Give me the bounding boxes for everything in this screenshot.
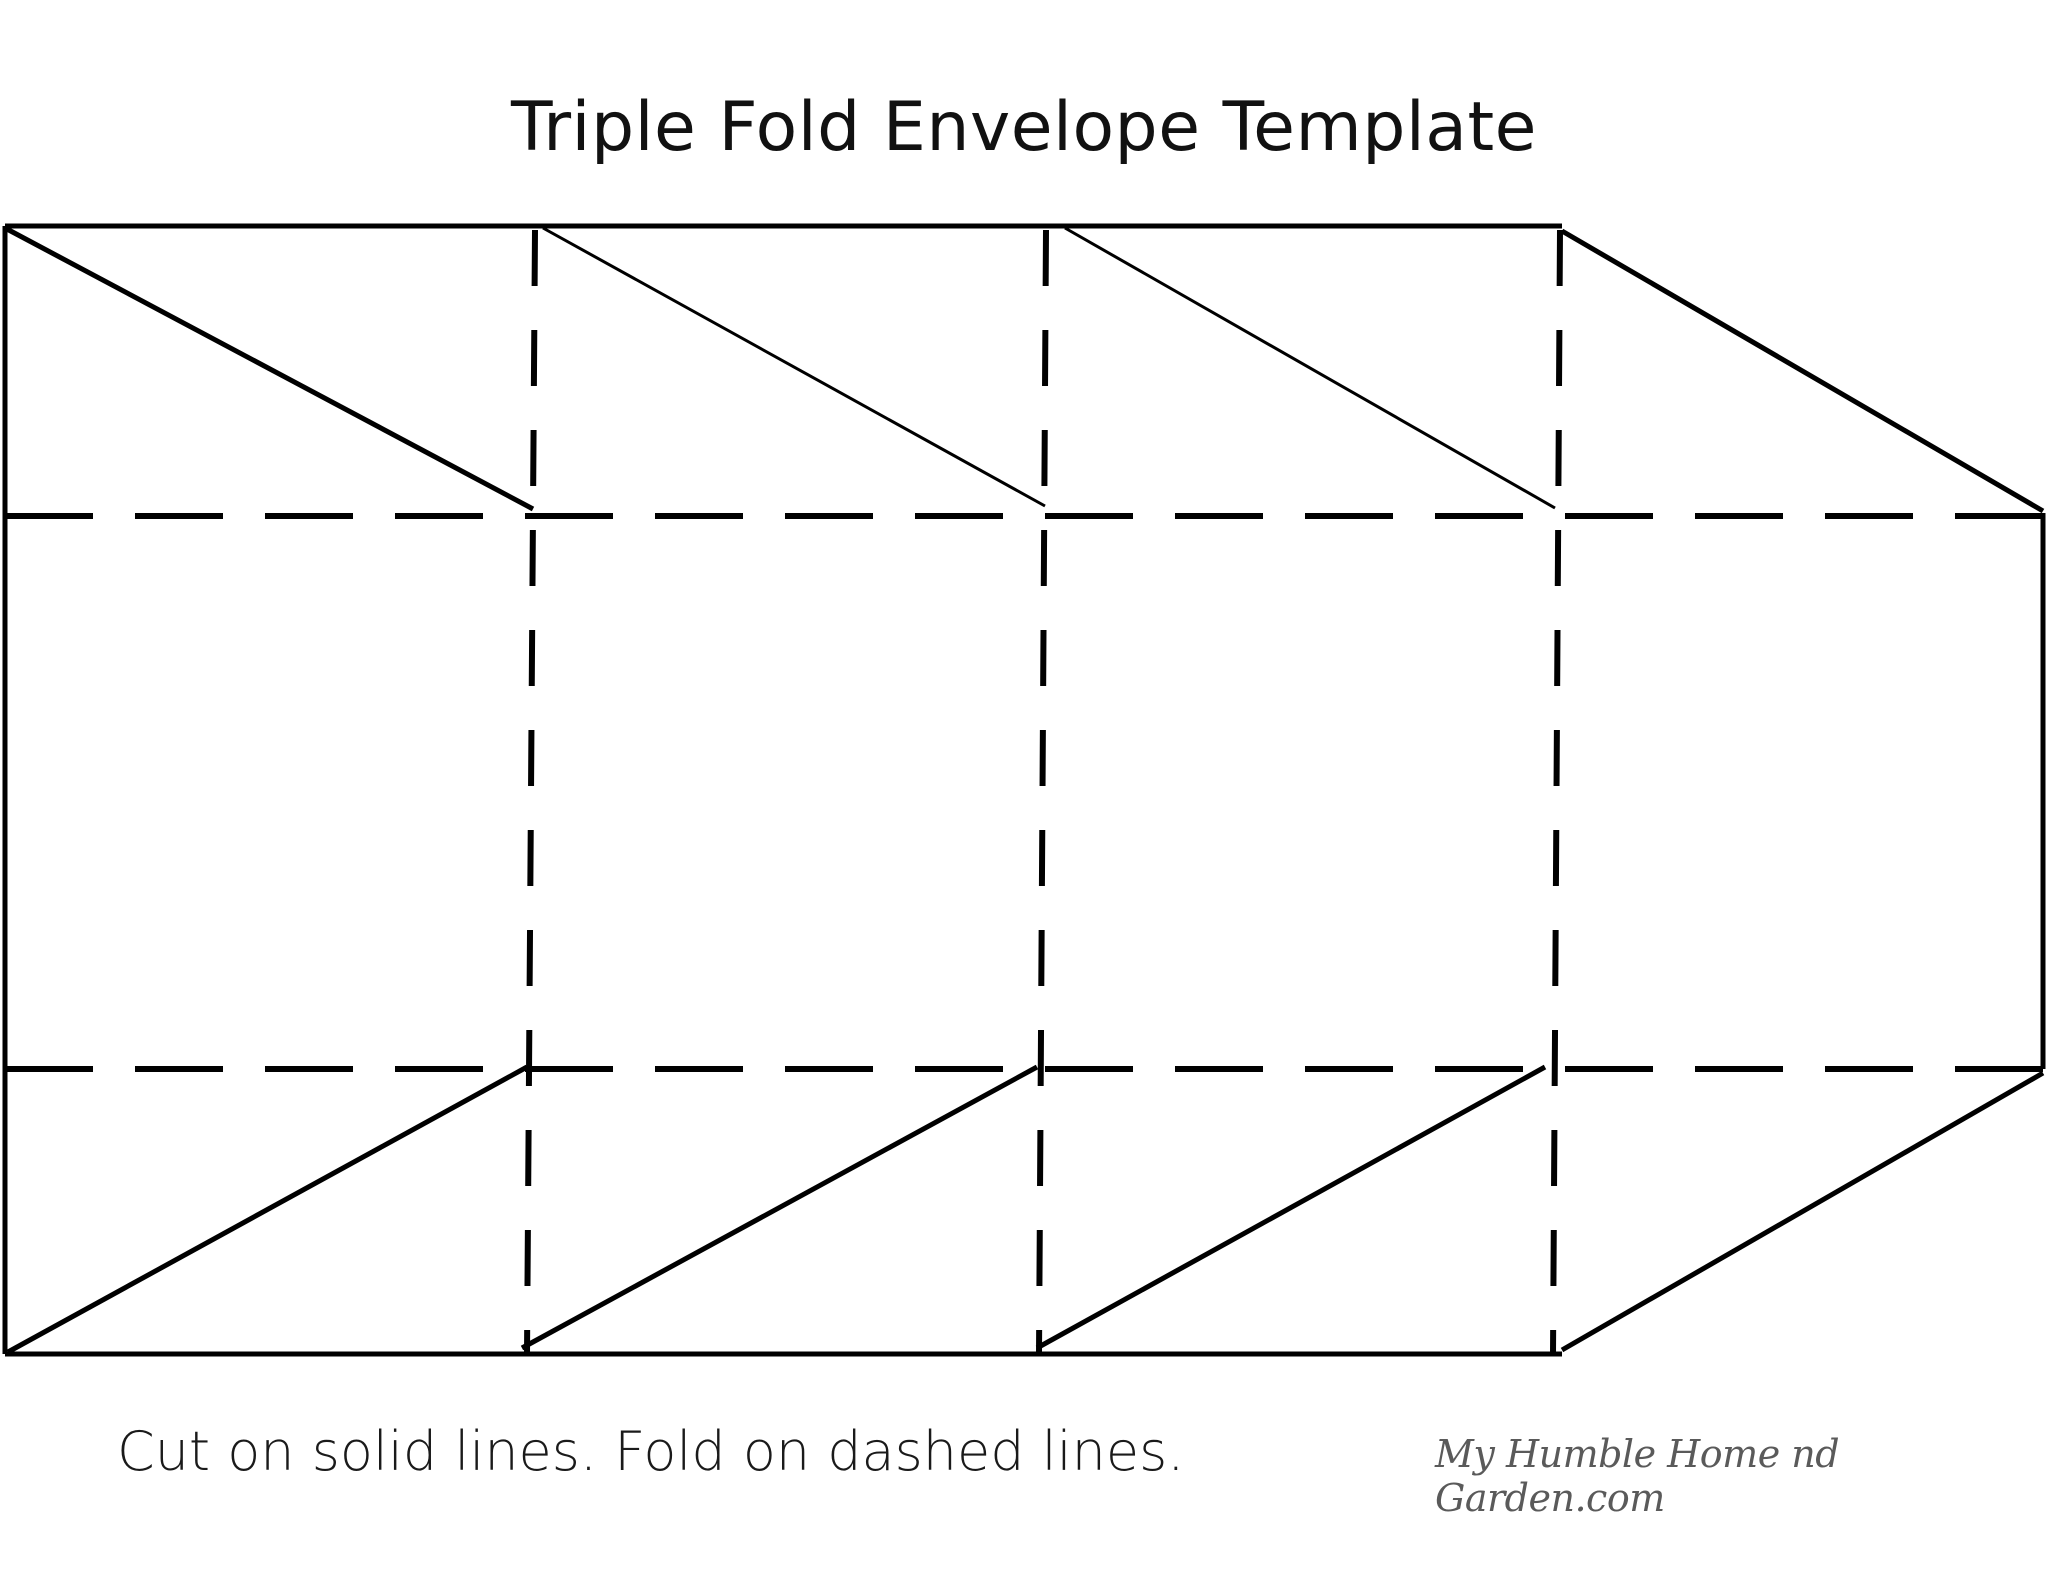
bottom-diagonal-cut-2 (520, 1064, 1039, 1351)
fold-lines-horizontal (5, 513, 2043, 1072)
bottom-diagonal-cut-3 (1035, 1064, 1547, 1351)
watermark-text: My Humble Home nd Garden.com (1435, 1432, 1840, 1520)
top-diagonal-cut-3 (1064, 226, 1556, 510)
fold-lines-vertical (524, 229, 1563, 1355)
bottom-diagonal-cuts (6, 1064, 1547, 1355)
vertical-fold-line-1 (524, 229, 538, 1355)
top-right-slant-edge (1560, 228, 2045, 514)
top-diagonal-cut-1 (3, 225, 535, 512)
bottom-diagonal-cut-1 (6, 1064, 529, 1355)
vertical-fold-line-2 (1036, 229, 1049, 1355)
bottom-right-slant-edge (1560, 1070, 2045, 1353)
vertical-fold-line-3 (1550, 229, 1563, 1355)
top-diagonal-cut-2 (542, 226, 1046, 508)
cut-lines (2, 223, 2046, 1357)
top-diagonal-cuts (3, 225, 1556, 512)
page-title: Triple Fold Envelope Template (511, 88, 1537, 167)
instructions-text: Cut on solid lines. Fold on dashed lines… (117, 1420, 1185, 1483)
